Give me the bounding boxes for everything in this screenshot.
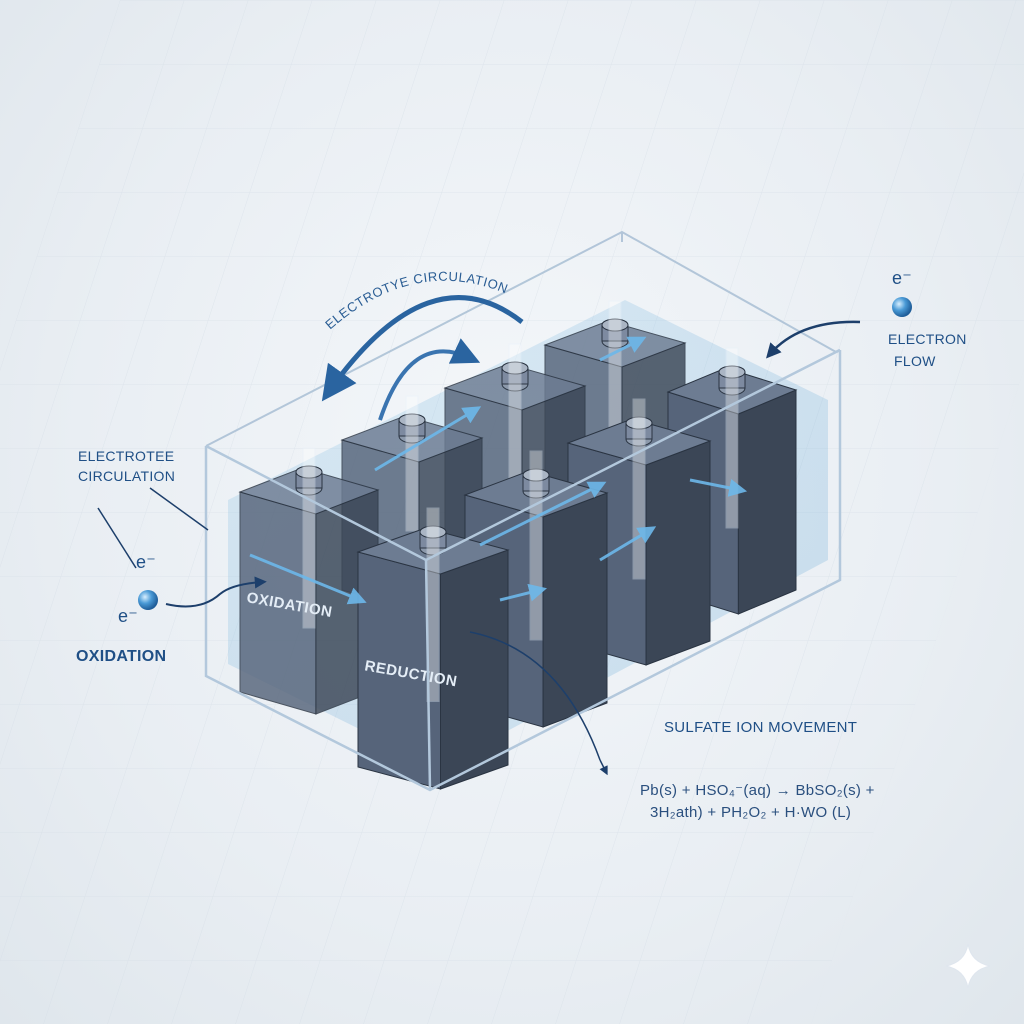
- label-circulation-left-line1: ELECTROTEE: [78, 448, 175, 464]
- terminal-cap-top: [295, 465, 323, 479]
- leader-lines: [97, 487, 608, 776]
- equation-line-2: 3H₂ath) + PH₂O₂ + H·WO (L): [650, 804, 852, 821]
- cell-front-left: OXIDATION: [238, 447, 380, 715]
- electron-flow-left: [138, 576, 267, 610]
- terminal-cap-top: [419, 525, 447, 539]
- terminal-cap-top: [718, 365, 746, 379]
- label-electron-left-upper: e⁻: [136, 552, 157, 572]
- circulation-arrows: [321, 295, 524, 421]
- label-electron-flow: ELECTRON FLOW: [888, 328, 967, 372]
- label-electron-top-right: e⁻: [892, 268, 913, 288]
- label-electron-flow-line1: ELECTRON: [888, 331, 967, 347]
- electron-sphere-icon: [138, 590, 158, 610]
- ion-flow-arrows: [249, 336, 748, 605]
- cell-front: REDUCTION: [356, 507, 510, 790]
- label-sulfate-ion-movement: SULFATE ION MOVEMENT: [664, 719, 858, 736]
- glass-tube: [608, 300, 622, 437]
- sparkle-icon: [945, 943, 991, 989]
- glass-tube: [405, 395, 419, 532]
- label-electron-left-lower: e⁻: [118, 606, 139, 626]
- glass-tube: [302, 447, 316, 629]
- label-oxidation: OXIDATION: [76, 648, 167, 665]
- label-electron-flow-line2: FLOW: [894, 353, 936, 369]
- label-circulation-left: ELECTROTEE CIRCULATION: [78, 446, 175, 486]
- glass-tube: [725, 347, 739, 529]
- glass-tube: [508, 343, 522, 480]
- terminal-cap-top: [601, 318, 629, 332]
- electron-flow-right: [766, 297, 912, 359]
- glass-tube: [632, 398, 646, 580]
- electron-sphere-icon: [892, 297, 912, 317]
- container-front: [204, 348, 842, 792]
- glass-tube: [529, 450, 543, 641]
- circulation-arc-top: [321, 295, 524, 402]
- equation-line-1: Pb(s) + HSO₄⁻(aq) → BbSO₂(s) +: [640, 782, 875, 799]
- terminal-cap-top: [398, 413, 426, 427]
- circulation-arc-mid: [378, 338, 481, 421]
- reaction-equation: Pb(s) + HSO₄⁻(aq) → BbSO₂(s) + 3H₂ath) +…: [640, 780, 875, 824]
- terminal-cap-top: [501, 361, 529, 375]
- terminal-cap-top: [625, 416, 653, 430]
- terminal-cap-top: [522, 468, 550, 482]
- label-circulation-left-line2: CIRCULATION: [78, 468, 176, 484]
